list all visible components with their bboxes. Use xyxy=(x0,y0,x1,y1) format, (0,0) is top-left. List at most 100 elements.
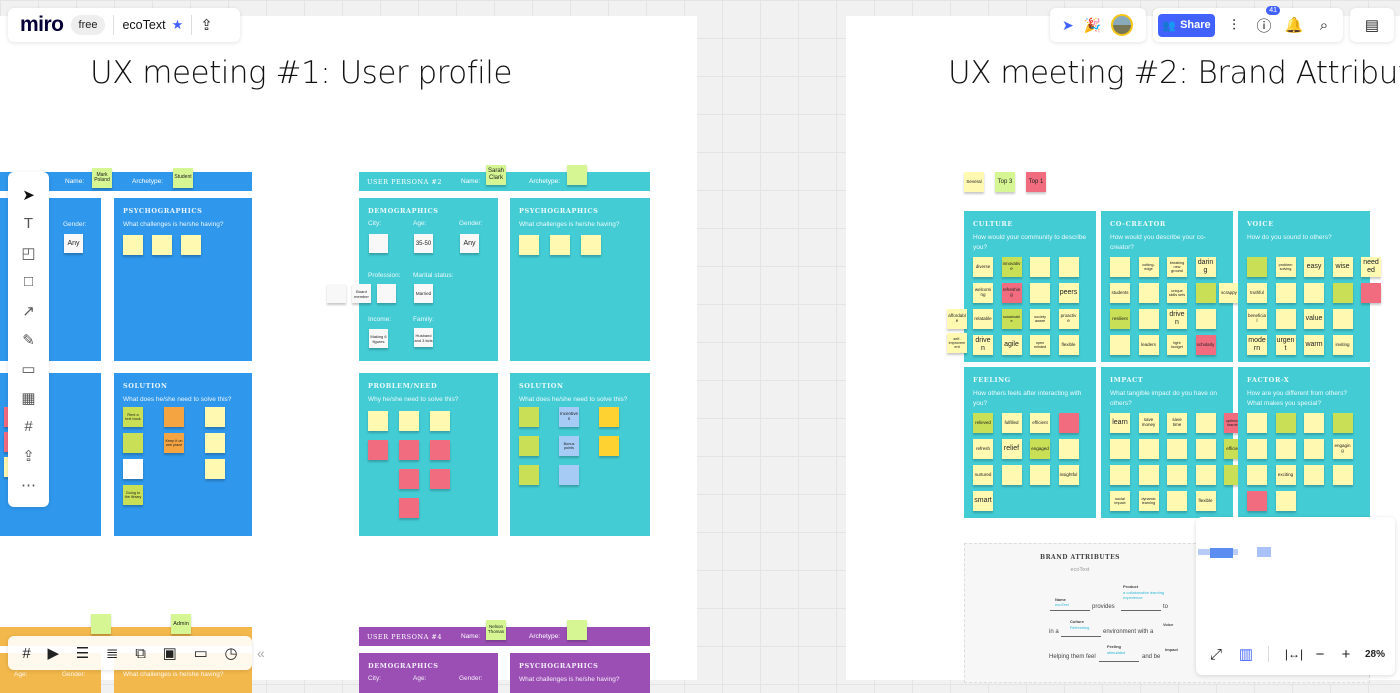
sticky-note[interactable]: Top 1 xyxy=(1026,172,1046,192)
sticky-note[interactable]: sustainable xyxy=(1001,309,1022,329)
sticky-note[interactable]: agile xyxy=(1001,335,1022,355)
sticky-note[interactable]: social impact xyxy=(1110,491,1130,511)
sticky-note[interactable] xyxy=(1167,491,1187,511)
upload-icon[interactable]: ⇪ xyxy=(200,17,213,34)
sticky-note[interactable]: exciting xyxy=(1275,465,1296,485)
sticky-note[interactable] xyxy=(1304,283,1324,303)
minimap-viewport[interactable] xyxy=(1210,548,1233,558)
sticky-note[interactable] xyxy=(368,440,388,460)
sticky-note[interactable] xyxy=(559,465,579,485)
sticky-note[interactable] xyxy=(1275,309,1296,329)
sticky-note[interactable]: flexible xyxy=(1058,335,1079,355)
search-icon[interactable]: ⌕ xyxy=(1319,16,1329,34)
sticky-note[interactable]: needed xyxy=(1361,257,1381,277)
sticky-note[interactable]: cutting-edge xyxy=(1138,257,1159,277)
share-button[interactable]: 👥Share xyxy=(1158,13,1215,37)
sticky-note[interactable] xyxy=(519,407,539,427)
sticky-note[interactable] xyxy=(1138,465,1159,485)
sticky-note[interactable]: daring xyxy=(1195,257,1216,277)
sticky-note-name[interactable]: Sarah Clark xyxy=(486,165,506,185)
card-icon[interactable]: ≣ xyxy=(105,645,119,662)
minimap[interactable]: ⤢ ▥ |↔| − + 28% xyxy=(1196,517,1395,675)
sticky-note[interactable] xyxy=(1110,335,1130,355)
frame-icon[interactable]: # xyxy=(22,644,31,662)
miro-logo[interactable]: miro xyxy=(20,13,64,36)
sticky-note[interactable]: peers xyxy=(1058,283,1079,303)
sticky-note[interactable] xyxy=(1247,465,1267,485)
sticky-note[interactable] xyxy=(1247,439,1267,459)
sticky-note-archetype[interactable]: Student xyxy=(173,168,193,188)
zoom-in-icon[interactable]: + xyxy=(1341,645,1351,663)
sticky-note[interactable]: relatable xyxy=(973,309,993,329)
sticky-note-archetype[interactable]: Admin xyxy=(171,614,191,634)
sticky-note[interactable]: resilient xyxy=(1110,309,1130,329)
embed-icon[interactable]: ▣ xyxy=(162,645,177,662)
sticky-note[interactable] xyxy=(1247,413,1267,433)
sticky-note[interactable]: innovative xyxy=(1001,257,1022,277)
sticky-note[interactable]: beneficial xyxy=(1247,309,1267,329)
sticky-note[interactable]: refreshing xyxy=(1001,283,1022,303)
avatar[interactable] xyxy=(1111,14,1134,36)
board-name[interactable]: ecoText xyxy=(122,18,166,32)
sticky-note[interactable] xyxy=(1167,465,1187,485)
sticky-note[interactable] xyxy=(1332,283,1353,303)
sticky-note[interactable] xyxy=(1361,283,1381,303)
sticky-note-profession[interactable] xyxy=(327,284,346,303)
sticky-note[interactable]: modern xyxy=(1247,335,1267,355)
sticky-note[interactable] xyxy=(368,411,388,431)
zoom-out-icon[interactable]: − xyxy=(1315,645,1325,663)
sticky-note[interactable] xyxy=(1138,309,1159,329)
sticky-note[interactable] xyxy=(205,459,225,479)
sticky-note[interactable] xyxy=(205,433,225,453)
sticky-note-age[interactable]: 35-50 xyxy=(414,234,433,253)
sticky-note[interactable]: fulfilled xyxy=(1001,413,1022,433)
sticky-note-icon[interactable]: ◰ xyxy=(21,244,36,262)
sticky-note[interactable]: relieved xyxy=(973,413,993,433)
sticky-note[interactable]: problem solving xyxy=(1275,257,1296,277)
template-icon[interactable]: ▦ xyxy=(21,389,36,407)
sticky-note-profession[interactable] xyxy=(377,284,396,303)
sticky-note[interactable] xyxy=(1195,283,1216,303)
sticky-note[interactable]: efficient xyxy=(1030,413,1050,433)
star-icon[interactable]: ★ xyxy=(171,17,184,32)
sticky-note[interactable] xyxy=(1275,413,1296,433)
sticky-note[interactable]: scrappy xyxy=(1219,283,1239,303)
sticky-note[interactable]: save money xyxy=(1138,413,1159,433)
sticky-note[interactable]: society aware xyxy=(1030,309,1050,329)
sticky-note-name[interactable]: Nelson Thomas xyxy=(486,620,506,640)
sticky-note[interactable]: scholarly xyxy=(1195,335,1216,355)
sticky-note[interactable] xyxy=(430,469,450,489)
sticky-note[interactable]: driven xyxy=(973,335,993,355)
map-icon[interactable]: ▥ xyxy=(1238,646,1254,663)
sticky-note[interactable]: learn xyxy=(1110,413,1130,433)
sticky-note[interactable] xyxy=(399,498,419,518)
sticky-note[interactable] xyxy=(581,235,601,255)
sticky-note-marital[interactable]: Married xyxy=(414,284,433,303)
fullscreen-icon[interactable]: ⤢ xyxy=(1209,645,1222,663)
sticky-note[interactable] xyxy=(1058,413,1079,433)
sticky-note[interactable] xyxy=(1058,439,1079,459)
sticky-note[interactable]: engaged xyxy=(1030,439,1050,459)
sticky-note[interactable]: Keep it on one place xyxy=(164,433,184,453)
sticky-note[interactable] xyxy=(430,440,450,460)
sticky-note[interactable] xyxy=(1304,439,1324,459)
sticky-note[interactable] xyxy=(519,436,539,456)
sticky-note[interactable] xyxy=(123,235,143,255)
sticky-note[interactable] xyxy=(430,411,450,431)
sticky-note[interactable] xyxy=(1110,439,1130,459)
pen-icon[interactable]: ✎ xyxy=(22,331,35,349)
sticky-note[interactable] xyxy=(123,433,143,453)
notes-panel-icon[interactable]: ▤ xyxy=(1364,17,1380,34)
upload-icon[interactable]: ⇪ xyxy=(22,447,35,465)
sticky-note[interactable] xyxy=(1195,439,1216,459)
sticky-note[interactable]: Several xyxy=(964,172,984,192)
sticky-note[interactable] xyxy=(1195,465,1216,485)
share-screen-icon[interactable]: ⧉ xyxy=(135,644,146,662)
sticky-note-family[interactable]: Husband and 3 kids xyxy=(414,328,433,347)
text-icon[interactable]: T xyxy=(23,215,34,232)
sticky-note[interactable]: breaking new ground xyxy=(1167,257,1187,277)
sticky-note[interactable]: refresh xyxy=(973,439,993,459)
sticky-note[interactable] xyxy=(368,469,388,489)
sticky-note[interactable] xyxy=(181,235,201,255)
